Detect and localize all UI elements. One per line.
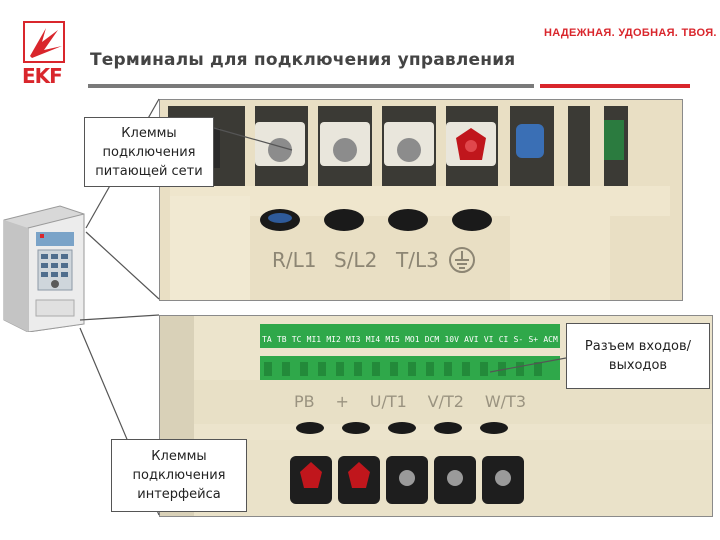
strip-label: CI — [498, 335, 509, 344]
strip-label: VI — [483, 335, 494, 344]
ground-icon — [448, 246, 476, 279]
output-label: V/T2 — [427, 392, 464, 411]
strip-label: MI1 — [306, 335, 322, 344]
strip-label: AVI — [464, 335, 479, 344]
terminal-label-r: R/L1 — [272, 248, 317, 272]
output-label: W/T3 — [484, 392, 526, 411]
terminal-label-s: S/L2 — [334, 248, 378, 272]
strip-label: DCM — [424, 335, 440, 344]
logo-text: EKF — [22, 64, 63, 88]
callout-interface-terminals: Клеммы подключения интерфейса — [111, 439, 247, 512]
terminal-strip-labels: TA TB TC MI1 MI2 MI3 MI4 MI5 MO1 DCM 10V AVI VI CI S- S… — [262, 335, 558, 351]
ekf-logo — [22, 20, 74, 80]
strip-label: 10V — [444, 335, 459, 344]
strip-label: TB — [276, 335, 287, 344]
strip-label: ACM — [543, 335, 558, 344]
output-label: + — [335, 392, 349, 411]
strip-label: S+ — [528, 335, 539, 344]
strip-label: MI3 — [346, 335, 361, 344]
strip-label: TA — [262, 335, 272, 344]
output-label: PB — [294, 392, 315, 411]
title-underline — [88, 84, 534, 88]
strip-label: MI5 — [385, 335, 400, 344]
strip-label: S- — [513, 335, 524, 344]
callout-power-terminals: Клеммы подключения питающей сети — [84, 117, 214, 187]
frequency-drive-image — [0, 200, 88, 333]
strip-label: MI4 — [365, 335, 381, 344]
strip-label: MI2 — [326, 335, 341, 344]
output-label: U/T1 — [369, 392, 407, 411]
strip-label: TC — [291, 335, 302, 344]
page-title: Терминалы для подключения управления — [90, 50, 516, 70]
slogan-underline — [540, 84, 690, 88]
callout-io-connector: Разъем входов/выходов — [566, 323, 710, 389]
slogan: НАДЕЖНАЯ. УДОБНАЯ. ТВОЯ. — [544, 27, 717, 39]
terminal-label-t: T/L3 — [396, 248, 439, 272]
output-terminal-labels: PB + U/T1 V/T2 W/T3 — [294, 392, 526, 416]
strip-label: MO1 — [405, 335, 420, 344]
